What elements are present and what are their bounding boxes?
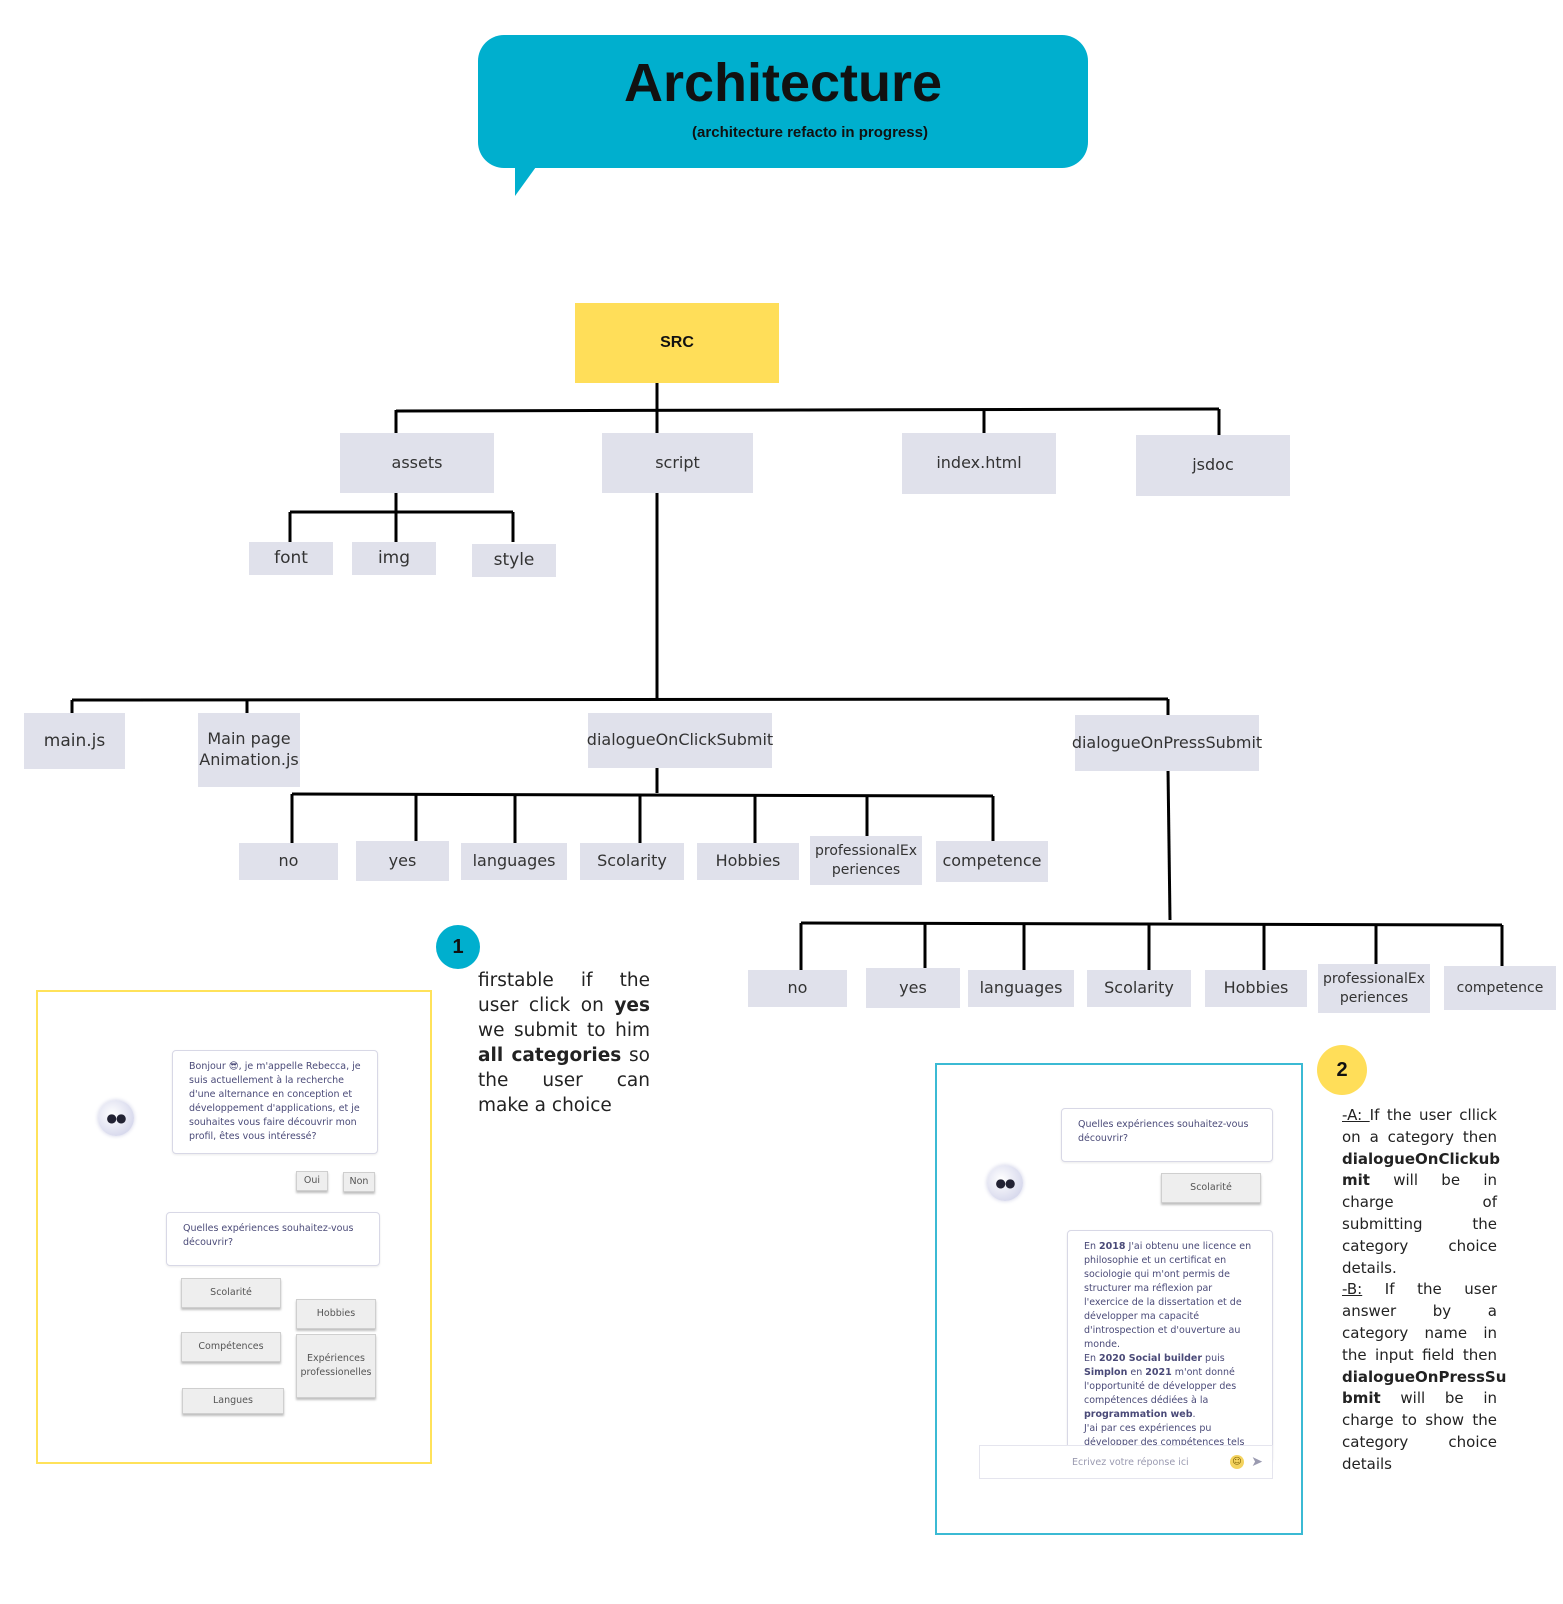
details-year-2018: 2018 xyxy=(1099,1241,1126,1252)
details-simplon: Simplon xyxy=(1084,1367,1128,1378)
node-script: script xyxy=(602,433,753,493)
click-child-scolarity: Scolarity xyxy=(580,843,684,880)
node-dialogue-on-click-submit: dialogueOnClickSubmit xyxy=(587,713,773,768)
details-text-2: J'ai obtenu une licence en philosophie e… xyxy=(1084,1241,1252,1350)
note2-text-b: If the user answer by a category name in… xyxy=(1342,1280,1497,1364)
note2-bold-press: dialogueOnPressSu bmit xyxy=(1342,1367,1507,1408)
root-node-src: SRC xyxy=(575,303,779,383)
node-jsdoc: jsdoc xyxy=(1136,435,1290,496)
details-text-6: m'ont donné l'opportunité de développer … xyxy=(1084,1367,1237,1406)
press-child-no: no xyxy=(748,970,847,1007)
choice-competences[interactable]: Compétences xyxy=(181,1332,281,1362)
click-child-professional-experiences: professionalEx periences xyxy=(810,836,922,885)
reply-input-placeholder: Ecrivez votre réponse ici xyxy=(1072,1456,1189,1468)
details-programmation-web: programmation web xyxy=(1084,1409,1193,1420)
details-message: En 2018 J'ai obtenu une licence en philo… xyxy=(1067,1230,1273,1462)
choice-experiences[interactable]: Expériences professionelles xyxy=(296,1334,376,1398)
note2-label-b: -B: xyxy=(1342,1280,1363,1299)
screenshot-chat-click: ●● Bonjour 😎, je m'appelle Rebecca, je s… xyxy=(36,990,432,1464)
page-title: Architecture xyxy=(623,53,943,113)
details-text-5: en xyxy=(1127,1367,1146,1378)
step-badge-2: 2 xyxy=(1317,1045,1367,1095)
non-button[interactable]: Non xyxy=(343,1172,375,1192)
note2-text-a: If the user cllick on a category then xyxy=(1342,1106,1497,1146)
details-year-2021: 2021 xyxy=(1145,1367,1172,1378)
node-style: style xyxy=(472,544,556,577)
reply-input[interactable]: Ecrivez votre réponse ici xyxy=(979,1445,1273,1479)
node-main-page-animation: Main page Animation.js xyxy=(198,713,300,787)
note1-bold-yes: yes xyxy=(614,995,650,1016)
press-child-professional-experiences: professionalEx periences xyxy=(1318,964,1430,1013)
bot-avatar: ●● xyxy=(987,1165,1023,1201)
node-dialogue-on-press-submit: dialogueOnPressSubmit xyxy=(1072,715,1262,771)
note-step-2: -A: If the user cllick on a category the… xyxy=(1342,1105,1506,1476)
title-bubble xyxy=(478,35,1088,168)
choice-scolarite[interactable]: Scolarité xyxy=(181,1278,281,1308)
note1-bold-all-categories: all categories xyxy=(478,1045,622,1066)
greeting-message: Bonjour 😎, je m'appelle Rebecca, je suis… xyxy=(172,1050,378,1154)
click-child-yes: yes xyxy=(356,841,449,881)
smiley-icon[interactable]: ☺ xyxy=(1230,1455,1244,1469)
note1-text-3: so the user can make a choice xyxy=(478,1045,650,1116)
selected-choice-scolarite[interactable]: Scolarité xyxy=(1161,1173,1261,1203)
note2-label-a: -A: xyxy=(1342,1106,1370,1124)
click-child-hobbies: Hobbies xyxy=(697,843,799,880)
choice-hobbies[interactable]: Hobbies xyxy=(296,1299,376,1329)
press-child-yes: yes xyxy=(866,968,960,1008)
details-text-4: puis xyxy=(1202,1353,1225,1364)
press-child-scolarity: Scolarity xyxy=(1087,970,1191,1007)
press-child-competence: competence xyxy=(1444,966,1556,1010)
question-message: Quelles expériences souhaitez-vous décou… xyxy=(166,1212,380,1266)
click-child-no: no xyxy=(239,843,338,880)
send-icon[interactable]: ➤ xyxy=(1251,1454,1263,1470)
page-subtitle: (architecture refacto in progress) xyxy=(692,124,928,141)
note2-text-a2: will be in charge of submitting the cate… xyxy=(1342,1171,1497,1277)
click-child-languages: languages xyxy=(461,843,567,880)
bot-avatar: ●● xyxy=(98,1100,134,1136)
details-text-1: En xyxy=(1084,1241,1100,1252)
node-font: font xyxy=(249,542,333,575)
question-message: Quelles expériences souhaitez-vous décou… xyxy=(1061,1108,1273,1162)
details-text-7: . xyxy=(1192,1409,1196,1420)
node-index-html: index.html xyxy=(902,433,1056,494)
node-main-js: main.js xyxy=(24,713,125,769)
details-social-builder: 2020 Social builder xyxy=(1099,1353,1203,1364)
node-img: img xyxy=(352,542,436,575)
note1-text-1: firstable if the user click on xyxy=(478,970,650,1016)
screenshot-chat-press: ●● Quelles expériences souhaitez-vous dé… xyxy=(935,1063,1303,1535)
choice-langues[interactable]: Langues xyxy=(182,1388,284,1414)
note2-bold-click: dialogueOnClickub mit xyxy=(1342,1149,1501,1190)
note1-text-2: we submit to him xyxy=(478,1020,650,1041)
node-assets: assets xyxy=(340,433,494,493)
details-text-3: En xyxy=(1084,1353,1100,1364)
oui-button[interactable]: Oui xyxy=(296,1171,328,1191)
press-child-hobbies: Hobbies xyxy=(1205,970,1307,1007)
bot-eyes-icon: ●● xyxy=(106,1111,127,1125)
press-child-languages: languages xyxy=(968,970,1074,1007)
note2-text-b2: will be in charge to show the category c… xyxy=(1342,1389,1497,1473)
step-badge-1: 1 xyxy=(436,925,480,969)
note-step-1: firstable if the user click on yes we su… xyxy=(478,968,650,1118)
bubble-tail xyxy=(515,160,541,196)
bot-eyes-icon: ●● xyxy=(995,1176,1016,1190)
click-child-competence: competence xyxy=(936,841,1048,882)
